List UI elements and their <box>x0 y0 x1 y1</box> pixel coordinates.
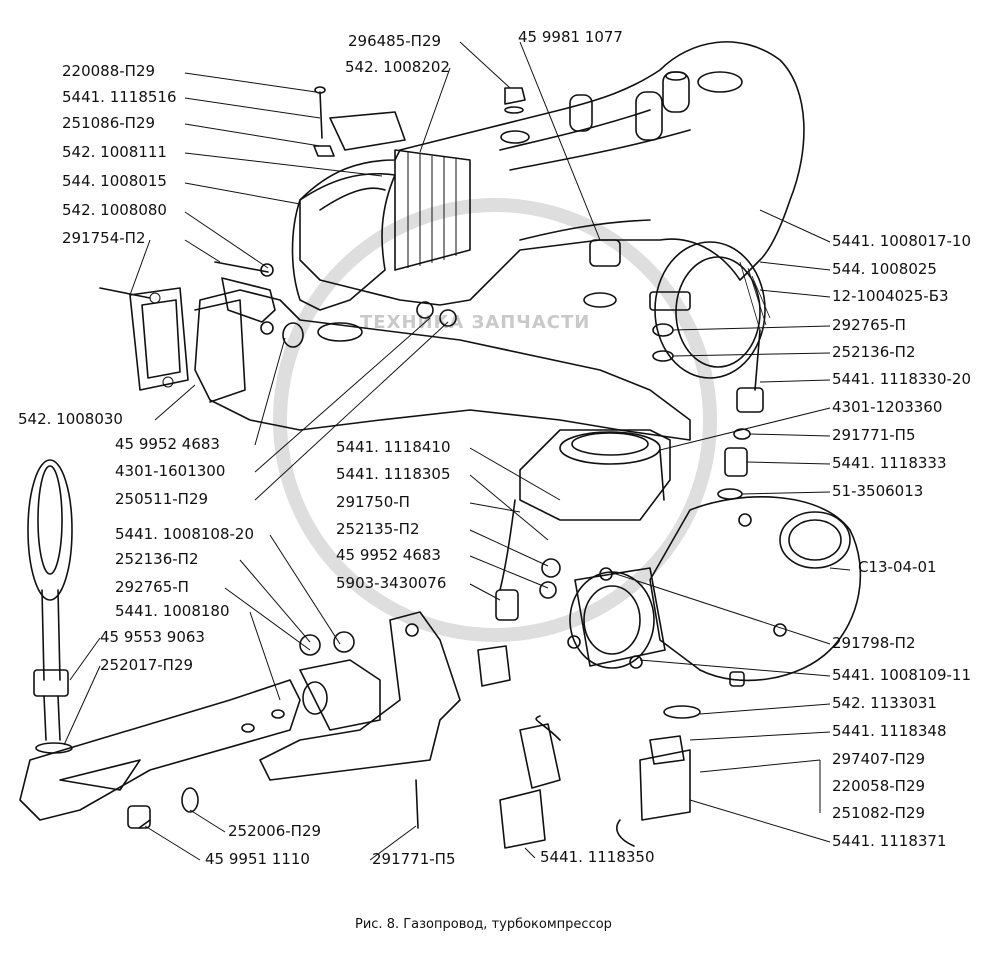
watermark-text: ТЕХНИКА ЗАПЧАСТИ <box>360 312 590 333</box>
label-45-9553-9063: 45 9553 9063 <box>100 628 205 646</box>
leader-lines <box>63 41 851 861</box>
label-5441-1118350: 5441. 1118350 <box>540 848 655 866</box>
exhaust-manifold <box>291 41 805 379</box>
label-291798-p2: 291798-П2 <box>832 634 916 652</box>
label-297407-p29: 297407-П29 <box>832 750 925 768</box>
label-252006-p29: 252006-П29 <box>228 822 321 840</box>
label-252135-p2: 252135-П2 <box>336 520 420 538</box>
label-542-1008202: 542. 1008202 <box>345 58 450 76</box>
watermark: ТЕХНИКА ЗАПЧАСТИ <box>273 198 717 642</box>
label-5441-1118371: 5441. 1118371 <box>832 832 947 850</box>
label-251086-p29: 251086-П29 <box>62 114 155 132</box>
label-542-1008080: 542. 1008080 <box>62 201 167 219</box>
bracket-and-outlet-pipe <box>19 611 461 829</box>
label-220058-p29: 220058-П29 <box>832 777 925 795</box>
label-292765-p-a: 292765-П <box>832 316 906 334</box>
label-5441-1118305: 5441. 1118305 <box>336 465 451 483</box>
label-5441-1008017-10: 5441. 1008017-10 <box>832 232 971 250</box>
bolt-washer-nut-top <box>313 86 526 157</box>
label-544-1008015: 544. 1008015 <box>62 172 167 190</box>
label-45-9952-4683-b: 45 9952 4683 <box>336 546 441 564</box>
label-5441-1008109-11: 5441. 1008109-11 <box>832 666 971 684</box>
label-5441-1008180: 5441. 1008180 <box>115 602 230 620</box>
label-5441-1118348: 5441. 1118348 <box>832 722 947 740</box>
gasket-and-studs <box>99 261 457 391</box>
oil-pipes-bottom <box>477 499 701 849</box>
bolt-and-washer-bottom <box>127 787 199 829</box>
label-4301-1601300: 4301-1601300 <box>115 462 225 480</box>
label-51-3506013: 51-3506013 <box>832 482 923 500</box>
label-292765-p-b: 292765-П <box>115 578 189 596</box>
label-252136-p2-a: 252136-П2 <box>832 343 916 361</box>
figure-caption: Рис. 8. Газопровод, турбокомпрессор <box>355 917 612 932</box>
gas-pipe-elbow <box>194 239 691 441</box>
label-296485-p29: 296485-П29 <box>348 32 441 50</box>
label-252136-p2-b: 252136-П2 <box>115 550 199 568</box>
label-5441-1118410: 5441. 1118410 <box>336 438 451 456</box>
label-291754-p2: 291754-П2 <box>62 229 146 247</box>
label-45-9951-1110: 45 9951 1110 <box>205 850 310 868</box>
labels: 220088-П29 5441. 1118516 251086-П29 542.… <box>18 28 971 932</box>
label-c13-04-01: С13-04-01 <box>858 558 937 576</box>
label-291750-p: 291750-П <box>336 493 410 511</box>
label-5441-1118330-20: 5441. 1118330-20 <box>832 370 971 388</box>
turbocompressor <box>519 429 862 687</box>
label-542-1008030: 542. 1008030 <box>18 410 123 428</box>
label-45-9952-4683-a: 45 9952 4683 <box>115 435 220 453</box>
label-5903-3430076: 5903-3430076 <box>336 574 446 592</box>
label-45-9981-1077: 45 9981 1077 <box>518 28 623 46</box>
label-220088-p29: 220088-П29 <box>62 62 155 80</box>
label-250511-p29: 250511-П29 <box>115 490 208 508</box>
label-5441-1008108-20: 5441. 1008108-20 <box>115 525 254 543</box>
label-542-1008111: 542. 1008111 <box>62 143 167 161</box>
label-4301-1203360: 4301-1203360 <box>832 398 942 416</box>
label-5441-1118516: 5441. 1118516 <box>62 88 177 106</box>
label-12-1004025-b3: 12-1004025-Б3 <box>832 287 949 305</box>
label-291771-p5-a: 291771-П5 <box>832 426 916 444</box>
label-544-1008025: 544. 1008025 <box>832 260 937 278</box>
label-5441-1118333: 5441. 1118333 <box>832 454 947 472</box>
label-251082-p29: 251082-П29 <box>832 804 925 822</box>
label-291771-p5-b: 291771-П5 <box>372 850 456 868</box>
eye-bolt <box>27 459 73 754</box>
label-542-1133031: 542. 1133031 <box>832 694 937 712</box>
label-252017-p29: 252017-П29 <box>100 656 193 674</box>
